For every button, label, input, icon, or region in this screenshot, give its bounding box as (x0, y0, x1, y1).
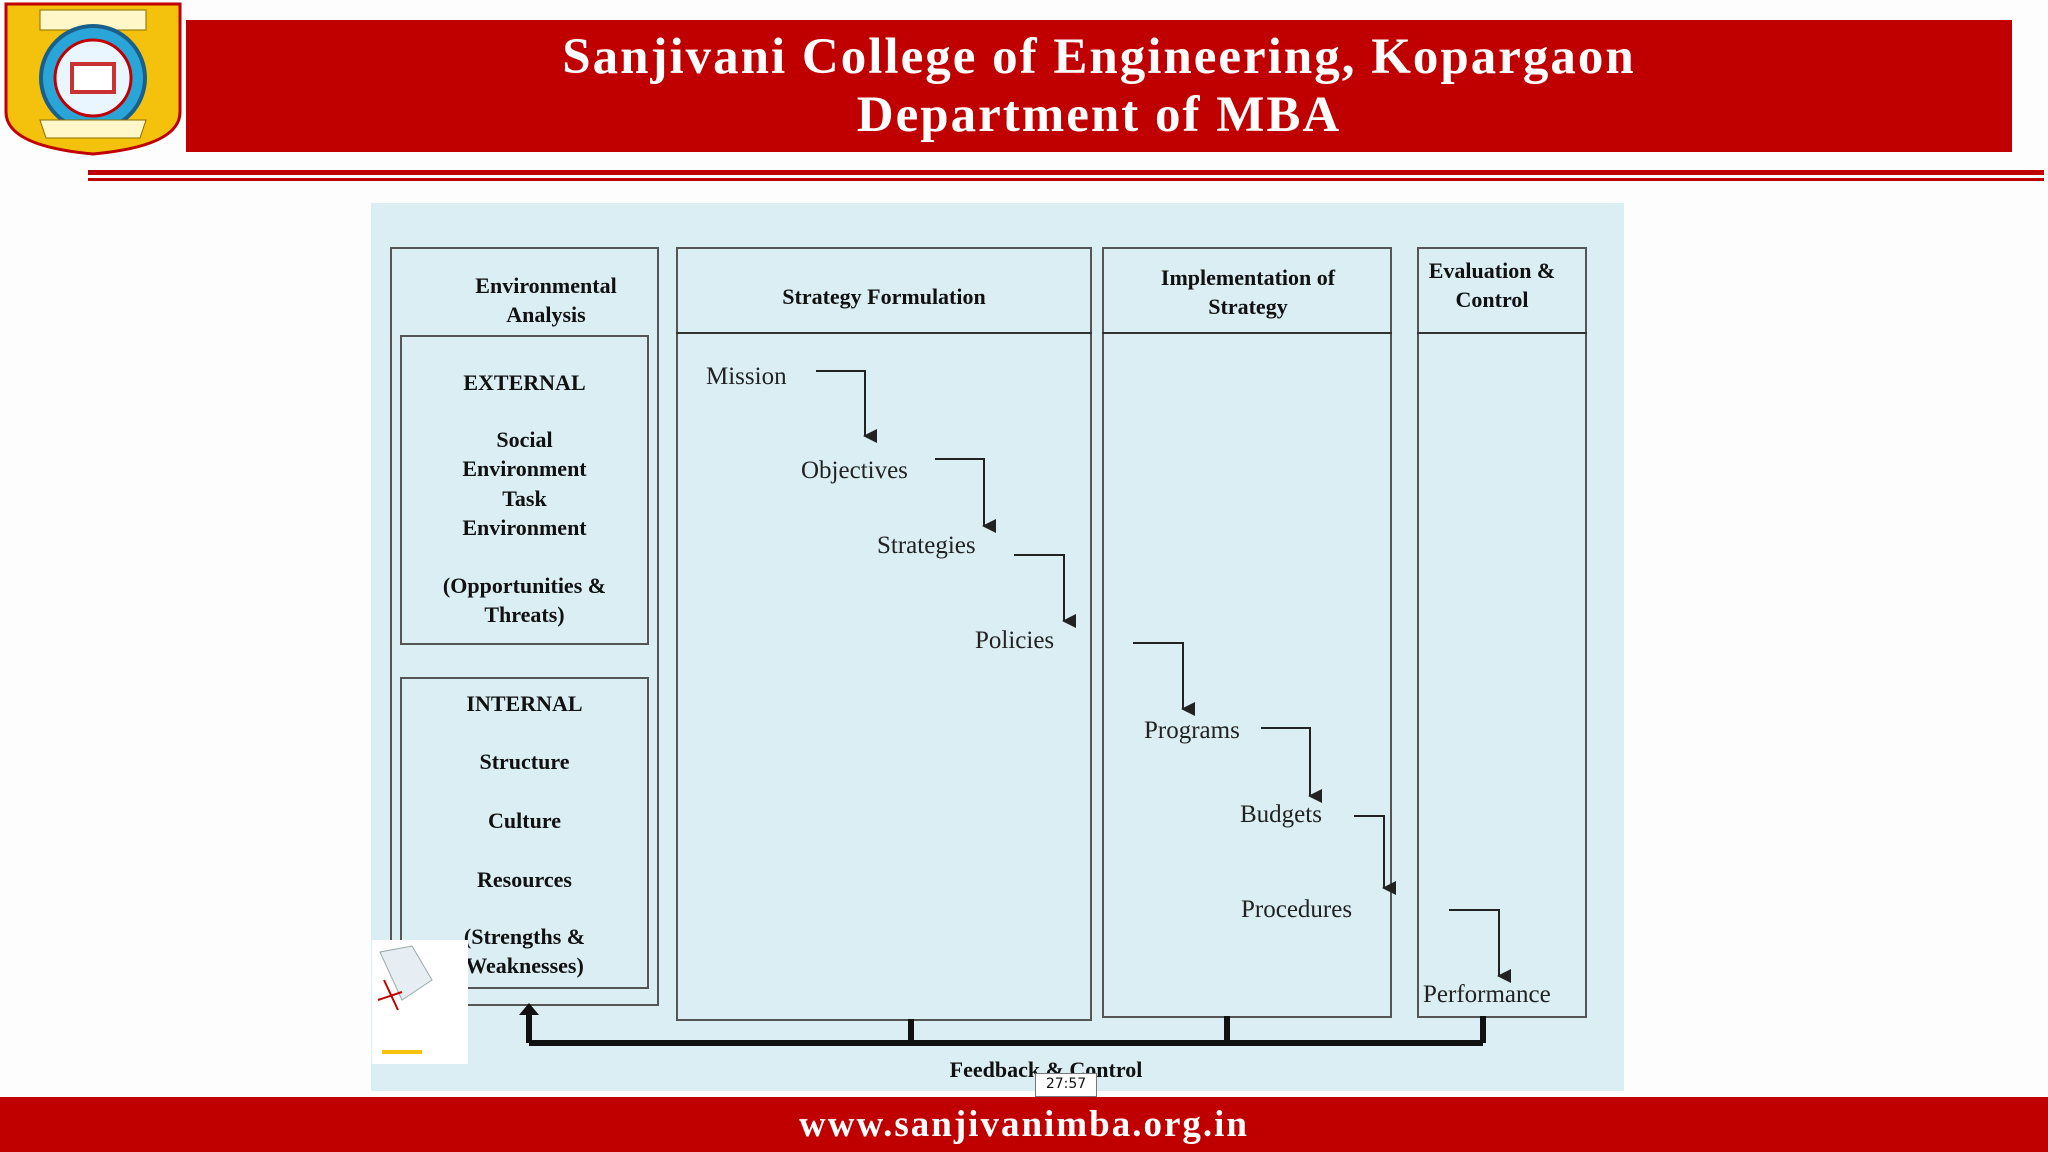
header-rule-thin (88, 178, 2044, 181)
header-title-line1: Sanjivani College of Engineering, Koparg… (562, 29, 1636, 85)
environmental-analysis-heading: Environmental Analysis (475, 273, 617, 327)
video-thumbnail (372, 940, 468, 1064)
step-performance: Performance (1423, 981, 1551, 1008)
environmental-analysis-column (390, 247, 659, 1006)
step-policies: Policies (975, 627, 1055, 654)
external-line-task-environment: Environment (462, 515, 587, 540)
internal-note: (Strengths & Weaknesses) (463, 924, 586, 978)
evaluation-header-divider (1417, 332, 1587, 334)
external-title: EXTERNAL (463, 370, 586, 395)
step-budgets: Budgets (1240, 801, 1322, 828)
diagram-connectors (519, 370, 1624, 1046)
external-line-environment: Environment (462, 456, 587, 481)
feedback-arrowhead (519, 1003, 539, 1015)
arrow-programs-budgets (1261, 727, 1310, 796)
external-box (400, 335, 649, 645)
external-line-task: Task (502, 486, 547, 511)
header-banner: Sanjivani College of Engineering, Koparg… (186, 20, 2012, 152)
implementation-header-divider (1102, 332, 1392, 334)
formulation-header-divider (676, 332, 1092, 334)
arrow-objectives-strategies (935, 458, 984, 526)
external-note: (Opportunities & Threats) (442, 573, 607, 627)
header-rule (88, 170, 2044, 175)
internal-item-resources: Resources (477, 867, 572, 892)
internal-title: INTERNAL (466, 691, 583, 716)
internal-item-culture: Culture (488, 808, 561, 833)
step-procedures: Procedures (1241, 896, 1353, 923)
step-mission: Mission (706, 363, 787, 390)
college-logo (4, 2, 182, 156)
feedback-line (526, 1013, 1486, 1046)
header-title-line2: Department of MBA (856, 87, 1342, 143)
arrow-policies-programs (1133, 642, 1183, 709)
evaluation-control-column (1417, 247, 1587, 1018)
strategy-formulation-column (676, 247, 1092, 1021)
internal-box (400, 677, 649, 989)
implementation-column (1102, 247, 1392, 1018)
video-timestamp: 27:57 (1035, 1073, 1097, 1097)
arrow-strategies-policies (1014, 554, 1064, 621)
strategy-formulation-heading: Strategy Formulation (782, 284, 986, 309)
arrow-procedures-performance (1449, 909, 1499, 976)
external-line-social: Social (496, 427, 553, 452)
evaluation-control-heading: Evaluation & Control (1428, 258, 1556, 312)
arrow-mission-objectives (816, 370, 865, 436)
internal-item-structure: Structure (479, 749, 570, 774)
step-programs: Programs (1144, 717, 1240, 744)
implementation-heading: Implementation of Strategy (1160, 265, 1336, 319)
step-objectives: Objectives (801, 457, 908, 484)
step-strategies: Strategies (877, 532, 976, 559)
arrow-budgets-procedures (1354, 815, 1384, 888)
strategic-management-diagram: Environmental Analysis EXTERNAL Social E… (371, 203, 1624, 1091)
footer-url[interactable]: www.sanjivanimba.org.in (0, 1097, 2048, 1152)
